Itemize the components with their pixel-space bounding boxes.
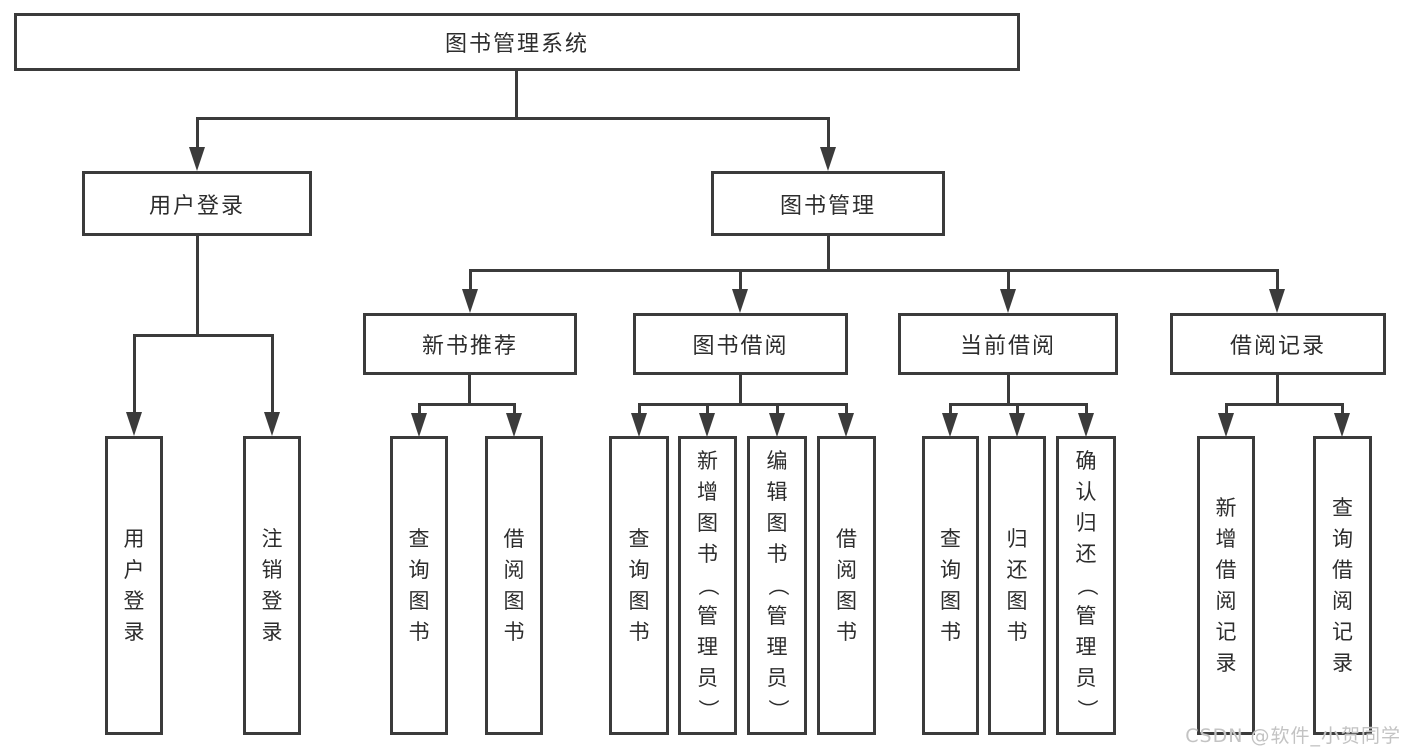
node-label: 用户登录: [148, 193, 245, 219]
connector-line: [418, 403, 516, 406]
connector-line: [1007, 269, 1010, 291]
connector-line: [827, 236, 830, 272]
node-label: 确认归还（管理员）: [1074, 449, 1099, 721]
arrowhead-down-icon: [631, 413, 647, 437]
arrowhead-down-icon: [264, 412, 280, 436]
node-label: 查询借阅记录: [1332, 495, 1353, 675]
arrowhead-down-icon: [1000, 289, 1016, 313]
connector-line: [949, 403, 952, 416]
arrowhead-down-icon: [1334, 413, 1350, 437]
node-label: 图书管理系统: [444, 32, 589, 57]
arrowhead-down-icon: [462, 289, 478, 313]
watermark: CSDN @软件_小贺同学: [1185, 725, 1401, 747]
connector-line: [418, 403, 421, 416]
arrowhead-down-icon: [1078, 413, 1094, 437]
connector-line: [1007, 375, 1010, 406]
connector-line: [739, 269, 742, 291]
arrowhead-down-icon: [820, 147, 836, 171]
node-label: 新增图书（管理员）: [696, 449, 720, 721]
connector-line: [776, 403, 779, 416]
leaf-borrow-books: 借阅图书: [817, 436, 876, 735]
connector-line: [513, 403, 516, 416]
node-label: 图书管理: [779, 193, 876, 219]
leaf-logout: 注销登录: [243, 436, 301, 735]
leaf-edit-books-admin: 编辑图书（管理员）: [747, 436, 807, 735]
connector-line: [1276, 269, 1279, 291]
connector-line: [271, 334, 274, 414]
node-label: 当前借阅: [959, 334, 1056, 359]
arrowhead-down-icon: [1218, 413, 1234, 437]
node-label: 注销登录: [261, 526, 283, 644]
connector-line: [469, 269, 472, 291]
leaf-confirm-return-admin: 确认归还（管理员）: [1056, 436, 1116, 735]
connector-line: [1225, 403, 1344, 406]
node-label: 查询图书: [628, 526, 650, 644]
node-label: 编辑图书（管理员）: [765, 449, 790, 721]
node-label: 查询图书: [408, 526, 430, 644]
node-book-management: 图书管理: [711, 171, 945, 236]
leaf-user-login: 用户登录: [105, 436, 163, 735]
connector-line: [827, 117, 830, 151]
node-label: 借阅图书: [836, 526, 857, 644]
arrowhead-down-icon: [1269, 289, 1285, 313]
node-label: 图书借阅: [692, 334, 789, 359]
arrowhead-down-icon: [732, 289, 748, 313]
connector-line: [133, 334, 274, 337]
node-borrowing-records: 借阅记录: [1170, 313, 1386, 375]
node-label: 借阅记录: [1229, 334, 1326, 359]
leaf-return-books: 归还图书: [988, 436, 1046, 735]
connector-line: [638, 403, 848, 406]
arrowhead-down-icon: [126, 412, 142, 436]
node-label: 查询图书: [940, 526, 961, 644]
connector-line: [133, 334, 136, 414]
node-user-login: 用户登录: [82, 171, 312, 236]
leaf-query-books-borrowing: 查询图书: [609, 436, 669, 735]
leaf-query-books-current: 查询图书: [922, 436, 979, 735]
connector-line: [1341, 403, 1344, 416]
arrowhead-down-icon: [506, 413, 522, 437]
connector-line: [845, 403, 848, 416]
node-book-borrowing: 图书借阅: [633, 313, 848, 375]
node-label: 归还图书: [1006, 526, 1028, 644]
node-label: 新书推荐: [421, 334, 518, 359]
connector-line: [196, 117, 830, 120]
connector-line: [1276, 375, 1279, 406]
connector-line: [638, 403, 641, 416]
node-current-borrowing: 当前借阅: [898, 313, 1118, 375]
leaf-query-books-recommend: 查询图书: [390, 436, 448, 735]
leaf-add-books-admin: 新增图书（管理员）: [678, 436, 737, 735]
arrowhead-down-icon: [838, 413, 854, 437]
leaf-borrow-books-recommend: 借阅图书: [485, 436, 543, 735]
connector-line: [196, 117, 199, 151]
connector-line: [1016, 403, 1019, 416]
arrowhead-down-icon: [1009, 413, 1025, 437]
connector-line: [1085, 403, 1088, 416]
connector-line: [469, 269, 1279, 272]
arrowhead-down-icon: [699, 413, 715, 437]
node-new-book-recommend: 新书推荐: [363, 313, 577, 375]
connector-line: [196, 236, 199, 337]
connector-line: [468, 375, 471, 406]
arrowhead-down-icon: [769, 413, 785, 437]
node-label: 借阅图书: [503, 526, 525, 644]
connector-line: [1225, 403, 1228, 416]
arrowhead-down-icon: [189, 147, 205, 171]
leaf-add-borrow-record: 新增借阅记录: [1197, 436, 1255, 735]
leaf-query-borrow-record: 查询借阅记录: [1313, 436, 1372, 735]
arrowhead-down-icon: [411, 413, 427, 437]
arrowhead-down-icon: [942, 413, 958, 437]
connector-line: [515, 71, 518, 120]
node-label: 新增借阅记录: [1215, 495, 1237, 675]
connector-line: [739, 375, 742, 406]
connector-line: [706, 403, 709, 416]
node-label: 用户登录: [123, 526, 145, 644]
node-library-management-system: 图书管理系统: [14, 13, 1020, 71]
